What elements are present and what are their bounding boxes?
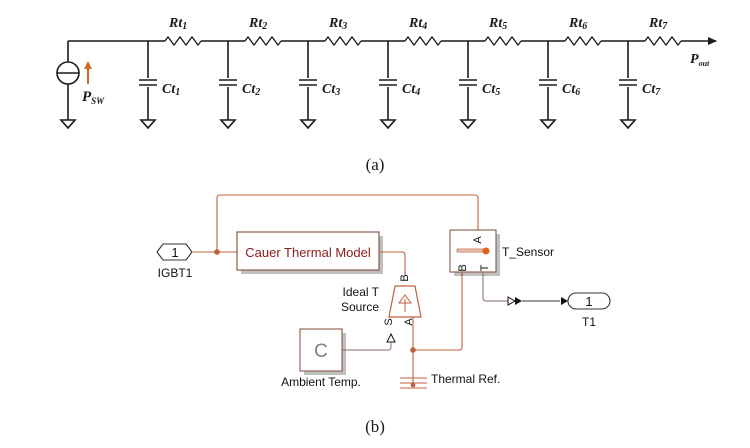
sensor-label: T_Sensor	[502, 245, 554, 259]
resistor-label: Rt2	[248, 16, 267, 32]
signal-wire-ambient	[342, 342, 392, 351]
ground-icon	[379, 119, 397, 130]
input-port-triangle-icon	[386, 332, 396, 343]
sensor-port-b: B	[457, 264, 469, 271]
capacitor-label: Ct5	[482, 82, 500, 98]
inport-igbt1[interactable]: 1	[156, 243, 193, 261]
inport-label: IGBT1	[158, 266, 193, 280]
port-b-label: B	[399, 274, 411, 281]
signal-wire-to-sensor	[216, 194, 479, 252]
rc-stage-7: Ct7 Rt7	[619, 16, 708, 130]
caption-a: (a)	[366, 155, 385, 174]
ground-icon	[59, 119, 77, 130]
capacitor-label: Ct1	[162, 82, 180, 98]
outport-label: T1	[582, 315, 596, 329]
capacitor-label: Ct4	[402, 82, 420, 98]
capacitor-icon	[219, 79, 237, 86]
t-sensor-block[interactable]	[449, 229, 500, 276]
resistor-label: Rt6	[568, 16, 587, 32]
resistor-label: Rt1	[168, 16, 187, 32]
thermometer-icon	[456, 248, 484, 253]
psw-arrow-icon	[84, 61, 92, 84]
outport-t1[interactable]: 1	[567, 292, 611, 310]
capacitor-icon	[619, 79, 637, 86]
current-source-icon	[56, 61, 80, 130]
sensor-port-t: T	[479, 264, 491, 271]
resistor-icon	[404, 35, 442, 47]
resistor-icon	[244, 35, 282, 47]
ground-icon	[139, 119, 157, 130]
resistor-icon	[644, 35, 682, 47]
inport-number: 1	[171, 245, 178, 260]
capacitor-icon	[459, 79, 477, 86]
thermal-wire-sensor-b	[413, 273, 463, 351]
thermal-wire-b	[379, 251, 406, 276]
rc-stage-6: Ct6 Rt6	[539, 16, 628, 130]
resistor-icon	[484, 35, 522, 47]
constant-label: Ambient Temp.	[281, 375, 361, 389]
outport-number: 1	[585, 294, 592, 309]
capacitor-label: Ct2	[242, 82, 260, 98]
thermal-reference-icon	[400, 377, 427, 389]
ground-icon	[219, 119, 237, 130]
pout-label: Pout	[690, 52, 710, 68]
capacitor-icon	[539, 79, 557, 86]
capacitor-label: Ct3	[322, 82, 340, 98]
cauer-block-label: Cauer Thermal Model	[245, 245, 371, 260]
constant-glyph: C	[314, 341, 328, 362]
rc-stage-1: Ct1 Rt1	[139, 16, 228, 130]
ideal-source-label-1: Ideal T	[343, 285, 380, 299]
resistor-icon	[164, 35, 202, 47]
top-rail-wire	[67, 40, 148, 62]
capacitor-label: Ct7	[642, 82, 661, 98]
resistor-label: Rt3	[328, 16, 347, 32]
ideal-temperature-source-block[interactable]	[388, 285, 422, 318]
ideal-source-label-2: Source	[341, 300, 379, 314]
sensor-port-a: A	[472, 236, 484, 244]
capacitor-label: Ct6	[562, 82, 580, 98]
resistor-icon	[564, 35, 602, 47]
port-s-label: S	[383, 318, 395, 325]
ambient-temp-constant-block[interactable]: C	[299, 328, 346, 375]
resistor-label: Rt5	[488, 16, 507, 32]
rc-stage-2: Ct2 Rt2	[219, 16, 308, 130]
capacitor-icon	[299, 79, 317, 86]
cauer-thermal-model-block[interactable]: Cauer Thermal Model	[236, 231, 383, 274]
ground-icon	[619, 119, 637, 130]
junction-dot	[410, 347, 416, 353]
simulink-model: 1 IGBT1 Cauer Thermal Model B S A Ideal …	[156, 194, 611, 436]
rc-stage-3: Ct3 Rt3	[299, 16, 388, 130]
caption-b: (b)	[365, 417, 385, 436]
signal-wire-t	[482, 273, 508, 302]
ground-icon	[299, 119, 317, 130]
resistor-label: Rt7	[648, 16, 668, 32]
thermal-ref-label: Thermal Ref.	[431, 372, 500, 386]
resistor-icon	[324, 35, 362, 47]
junction-dot	[214, 249, 220, 255]
arrowhead-icon	[561, 297, 568, 305]
capacitor-icon	[139, 79, 157, 86]
rc-stage-4: Ct4 Rt4	[379, 16, 468, 130]
psw-label: PSW	[82, 89, 105, 106]
ps-converter-in-icon	[507, 296, 517, 306]
port-a-label: A	[403, 318, 415, 326]
capacitor-icon	[379, 79, 397, 86]
ground-icon	[459, 119, 477, 130]
ground-icon	[539, 119, 557, 130]
rc-stage-5: Ct5 Rt5	[459, 16, 548, 130]
ps-converter-out-icon	[515, 297, 522, 305]
resistor-label: Rt4	[408, 16, 427, 32]
